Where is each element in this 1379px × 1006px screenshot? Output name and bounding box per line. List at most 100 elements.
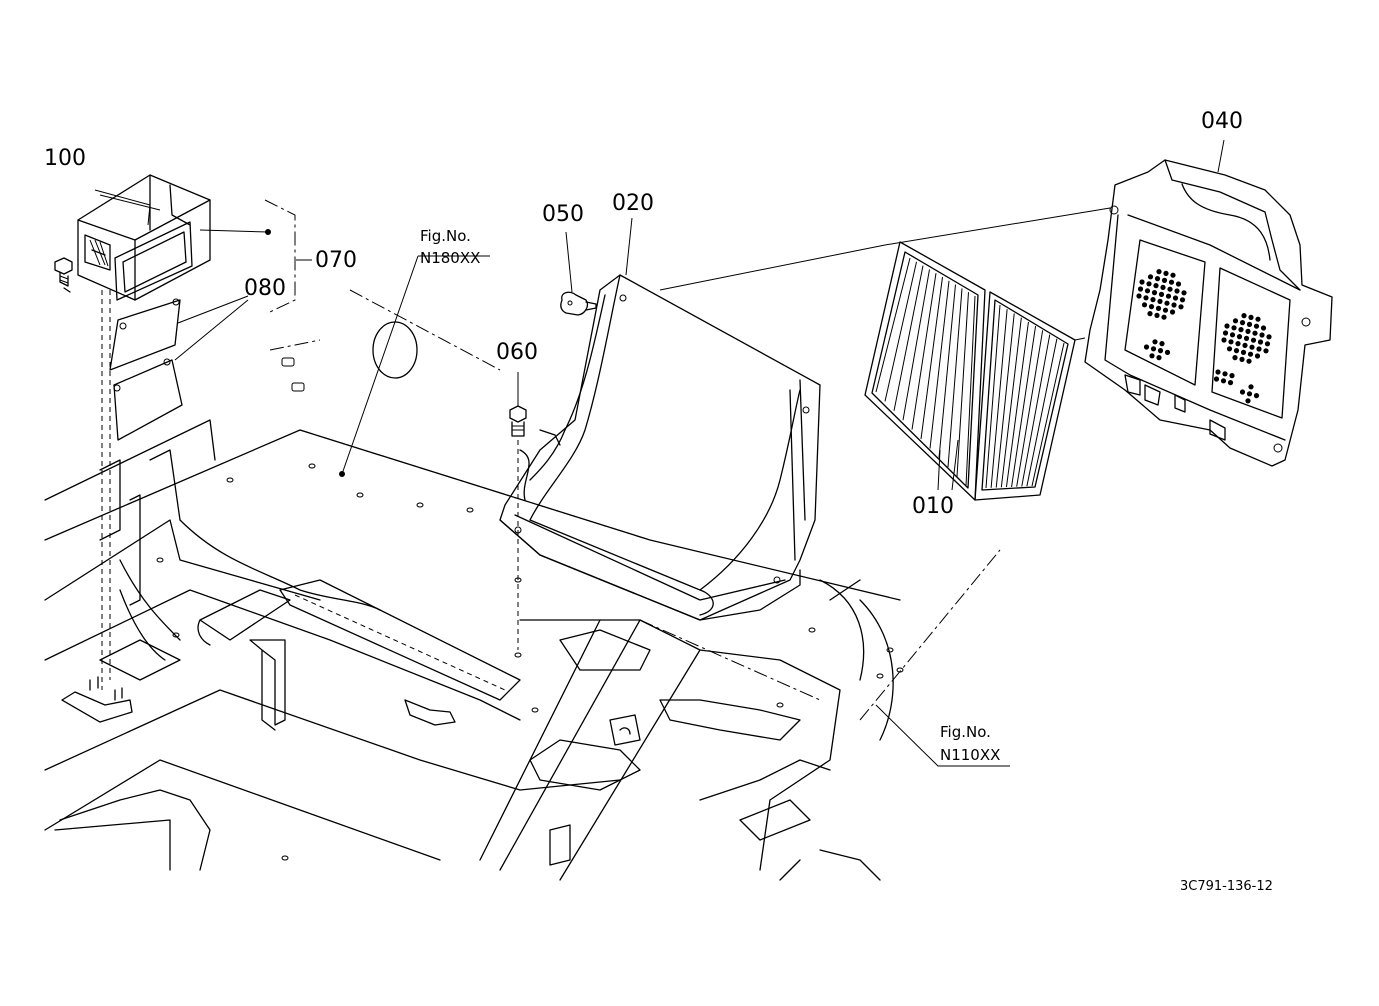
perforation-dot (1146, 281, 1152, 287)
perforation-dot (1139, 279, 1145, 285)
leader-ref-n180 (341, 255, 419, 475)
perforation-dot (1232, 355, 1238, 361)
perforation-dot (1174, 288, 1180, 294)
leader-070-duct (199, 229, 269, 233)
leader-050 (565, 231, 573, 293)
perforation-dot (1154, 276, 1161, 282)
perforation-dot (1181, 290, 1187, 296)
filter-slat (920, 276, 943, 440)
perforation-dot (1256, 346, 1262, 352)
perforation-dot (1228, 339, 1234, 345)
perforation-dot (1239, 389, 1246, 395)
perforation-dot (1246, 321, 1253, 327)
perforation-dot (1213, 376, 1220, 382)
bolt-part-060 (509, 405, 527, 437)
filter-slat (1021, 334, 1051, 487)
bolt-part-100 (54, 257, 73, 293)
filter-slat (990, 309, 1008, 488)
filter-slat (884, 261, 917, 402)
perforation-dot (1245, 328, 1251, 334)
perforation-dot (1150, 346, 1157, 352)
callout-010: 010 (912, 494, 954, 519)
perforation-dot (1179, 297, 1186, 303)
washer-line-060 (519, 449, 530, 501)
perforation-dot (1246, 358, 1252, 364)
filter-slat (875, 257, 911, 393)
perforation-dot (1159, 341, 1165, 347)
perforation-dot (1164, 300, 1170, 306)
perforation-dot (1151, 290, 1158, 296)
perforations-right (1213, 313, 1272, 404)
perforation-dot (1239, 320, 1246, 326)
perforation-dot (1220, 378, 1227, 384)
perforation-dot (1247, 351, 1254, 357)
perforation-dot (1144, 288, 1151, 294)
filter-slat (1016, 330, 1044, 487)
perforation-dot (1169, 309, 1176, 315)
floor-studs (281, 357, 305, 392)
knob-part-050 (560, 291, 597, 316)
filter-slat (893, 265, 924, 411)
perforation-dot (1143, 344, 1150, 350)
filter-slat (1031, 342, 1065, 487)
perforation-dot (1242, 342, 1248, 348)
perforation-dot (1163, 270, 1169, 276)
perforation-dot (1226, 346, 1233, 352)
perforation-dot (1171, 302, 1177, 308)
callout-070: 070 (315, 248, 357, 273)
ref-code-n110: N110XX (940, 746, 1000, 764)
perforation-dot (1165, 293, 1172, 299)
perforation-dot (1235, 341, 1241, 347)
perforation-dot (1161, 314, 1167, 320)
perforation-dot (1149, 353, 1155, 359)
perforation-dot (1160, 284, 1166, 290)
callout-020: 020 (612, 191, 654, 216)
perforation-dot (1246, 391, 1253, 397)
perforation-dot (1156, 269, 1162, 275)
ref-label-n180: Fig.No. (420, 227, 471, 245)
callout-060: 060 (496, 340, 538, 365)
callout-050: 050 (542, 202, 584, 227)
perforation-dot (1253, 323, 1260, 329)
perforation-dot (1263, 348, 1269, 354)
perforation-dot (1155, 305, 1162, 311)
filter-slat (1000, 317, 1022, 488)
round-port (372, 321, 418, 379)
perforation-dot (1157, 348, 1164, 354)
filter-slat (965, 295, 976, 487)
dashed-bracket-070 (264, 199, 296, 313)
perforation-dot (1264, 341, 1271, 347)
perforation-dot (1266, 334, 1272, 340)
perforation-dot (1254, 353, 1261, 359)
perforation-dot (1248, 384, 1254, 390)
perforation-dot (1255, 316, 1261, 322)
filter-slat (938, 284, 956, 458)
perforation-dot (1222, 330, 1229, 336)
perforation-dot (1154, 312, 1160, 318)
perforation-dot (1162, 307, 1169, 313)
perforation-dot (1227, 380, 1234, 386)
perforation-dot (1148, 304, 1155, 310)
drawing-code: 3C791-136-12 (1180, 879, 1273, 894)
leader-080-b (174, 299, 249, 361)
perforation-dot (1229, 332, 1236, 338)
perforation-dot (1238, 327, 1244, 333)
perforation-dot (1147, 274, 1154, 280)
ref-label-n110: Fig.No. (940, 723, 991, 741)
perforation-dot (1175, 281, 1182, 287)
perforation-dot (1137, 286, 1144, 292)
perforation-dot (1231, 325, 1237, 331)
leader-010-040-b (1074, 337, 1086, 341)
flap-part-080 (109, 298, 183, 441)
perforation-dot (1240, 349, 1247, 355)
filter-slats (875, 257, 1065, 489)
perforation-dot (1243, 335, 1250, 341)
callout-040: 040 (1201, 109, 1243, 134)
perforation-dot (1147, 311, 1153, 317)
filter-slat (1026, 338, 1058, 487)
perforation-dot (1239, 356, 1245, 362)
perforation-dot (1221, 337, 1227, 343)
perforations-left (1136, 269, 1187, 361)
perforation-dot (1232, 318, 1239, 324)
